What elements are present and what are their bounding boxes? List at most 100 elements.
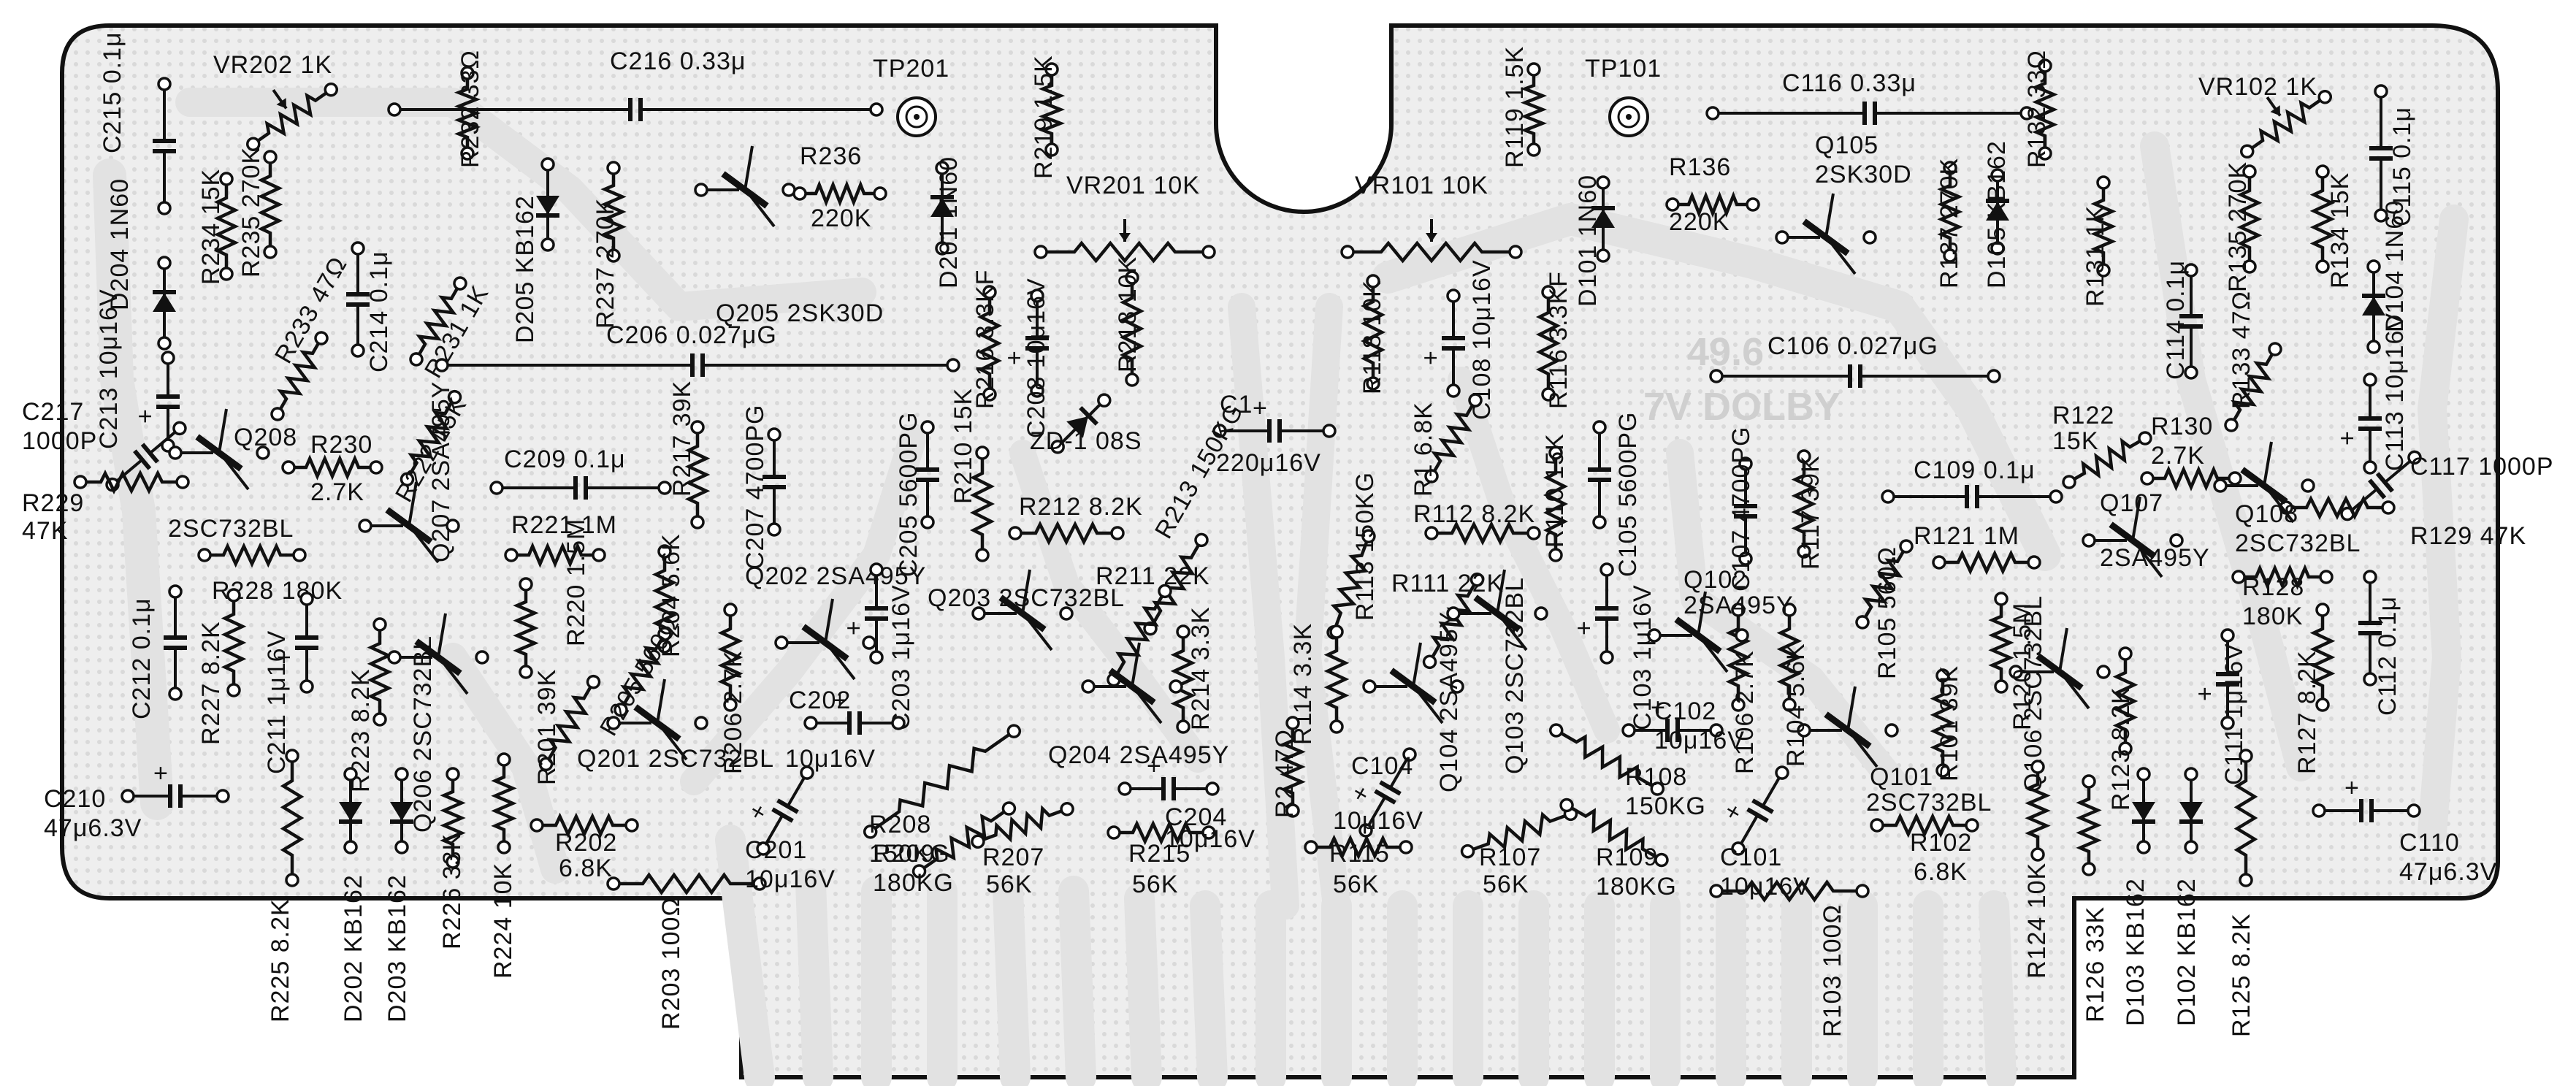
component-label-r124: R124 10K xyxy=(2023,863,2051,979)
res-symbol xyxy=(1119,270,1145,387)
bjt-symbol xyxy=(2082,496,2184,578)
component-label-c111: C111 1μ16V xyxy=(2220,643,2248,785)
component-label-r2: R2 47Ω xyxy=(1271,729,1299,818)
bjt-symbol xyxy=(1362,642,1464,724)
component-label-q106: Q106 2SC732BL xyxy=(2019,595,2047,792)
res-symbol xyxy=(1360,274,1386,391)
res-symbol xyxy=(976,285,1003,402)
res-symbol xyxy=(2025,760,2051,862)
component-label-r109: R109 xyxy=(1596,844,1658,871)
component-c211: +C211 1μ16V xyxy=(263,592,318,774)
component-r101: R101 39K xyxy=(1930,665,1963,781)
diode-symbol xyxy=(2132,767,2155,854)
component-label-r219: R219 1.5K xyxy=(1030,55,1058,179)
res-symbol xyxy=(2076,774,2102,876)
component-r120: R120 1.5M xyxy=(1988,592,2036,730)
component-label-r229: R229 xyxy=(22,489,84,517)
component-label-c103: C103 1μ16V xyxy=(1629,584,1656,730)
ecap-symbol: + xyxy=(270,592,318,694)
res-symbol xyxy=(1424,393,1483,483)
component-label-r129: R129 47K xyxy=(2410,522,2526,550)
test-point-label-tp201: TP201 xyxy=(873,55,949,83)
component-label-r237: R237 270K xyxy=(592,198,619,329)
component-label-c115: C115 0.1μ xyxy=(2388,107,2416,226)
component-r216: R216 3.3KF xyxy=(971,269,1003,409)
component-value-r109: 180KG xyxy=(1596,873,1677,900)
component-value-r107: 56K xyxy=(1483,871,1529,898)
res-symbol xyxy=(2062,431,2152,489)
component-vr201: VR201 10K xyxy=(1033,172,1216,264)
res-symbol xyxy=(2032,58,2058,161)
component-label-r234: R234 15K xyxy=(197,169,225,285)
component-label-r220: R220 1.5M xyxy=(562,519,590,646)
svg-text:+: + xyxy=(2334,430,2361,446)
component-r131: R131 1K xyxy=(2082,175,2117,307)
res-symbol xyxy=(1855,539,1914,630)
ecap-symbol: + xyxy=(121,760,230,808)
component-c205: C205 5600PG xyxy=(895,412,939,577)
component-r106: R106 2.7K xyxy=(1725,603,1759,774)
component-label-r202: R202 xyxy=(555,829,617,857)
diode-symbol xyxy=(1050,393,1112,454)
component-label-r104: R104 5.6K xyxy=(1782,643,1810,767)
component-r137: R137 270K xyxy=(1935,158,1963,288)
component-label-r113: R113 150KG xyxy=(1351,472,1379,621)
ecap-symbol: + xyxy=(2312,774,2421,822)
component-label-r122: R122 xyxy=(2052,402,2114,429)
cap-symbol xyxy=(916,420,939,529)
component-r226: R226 33K xyxy=(438,767,466,949)
component-value-c217: 1000P xyxy=(22,427,97,455)
res-symbol xyxy=(1304,834,1413,860)
component-label-vr202: VR202 1K xyxy=(213,51,332,79)
res-symbol xyxy=(280,749,305,887)
component-d205: D205 KB162 xyxy=(511,157,559,343)
component-r104: R104 5.6K xyxy=(1776,603,1810,767)
component-label-r105: R105 560Ω xyxy=(1873,546,1901,679)
ecap-symbol: + xyxy=(1417,288,1465,398)
component-value-c201: 10μ16V xyxy=(745,865,836,893)
res-symbol xyxy=(270,331,329,421)
component-zd1: ZD-1 08S xyxy=(1030,393,1142,455)
component-label-c210: C210 xyxy=(44,785,106,813)
component-r135: R135 270K xyxy=(2224,161,2263,292)
component-c109: C109 0.1μ xyxy=(1881,456,2063,508)
component-label-r116: R116 3.3KF xyxy=(1545,271,1572,409)
component-c216: C216 0.33μ xyxy=(387,47,884,121)
res-symbol xyxy=(2224,342,2282,432)
res-symbol xyxy=(1791,449,1817,559)
svg-text:+: + xyxy=(1651,694,1666,722)
component-r110: R110 15K xyxy=(1541,433,1569,562)
component-label-r232: R232 33Ω xyxy=(456,50,484,168)
ecap-symbol: + xyxy=(1117,752,1220,800)
component-label-c217: C217 xyxy=(22,398,84,426)
component-label-d204: D204 1N60 xyxy=(106,178,134,310)
component-r210: R210 15K xyxy=(949,388,995,562)
cap-symbol xyxy=(1881,485,2063,508)
component-label-d102: D102 KB162 xyxy=(2173,878,2201,1026)
component-label-c206: C206 0.027μG xyxy=(606,321,777,349)
component-value-r128: 180K xyxy=(2242,603,2303,630)
component-label-q204: Q204 2SA495Y xyxy=(1048,741,1229,769)
component-label-c113: C113 10μ16V xyxy=(2381,313,2409,471)
res-symbol xyxy=(221,588,247,697)
component-r225: R225 8.2K xyxy=(267,749,305,1022)
component-r125: R125 8.2K xyxy=(2228,749,2258,1037)
component-value-c101: 10μ16V xyxy=(1720,873,1811,900)
component-value-c104: 10μ16V xyxy=(1333,807,1423,835)
component-label-r134: R134 15K xyxy=(2326,172,2354,288)
component-label-r107: R107 xyxy=(1479,844,1541,871)
component-label-r136: R136 xyxy=(1669,153,1731,181)
component-label-vr201: VR201 10K xyxy=(1066,172,1200,199)
res-symbol xyxy=(1776,603,1803,712)
component-label-r117: R117 39K xyxy=(1797,455,1824,570)
component-c203: +C203 1μ16V xyxy=(840,562,915,730)
component-r112: R112 8.2K xyxy=(1413,500,1541,546)
component-label-r225: R225 8.2K xyxy=(267,898,294,1022)
